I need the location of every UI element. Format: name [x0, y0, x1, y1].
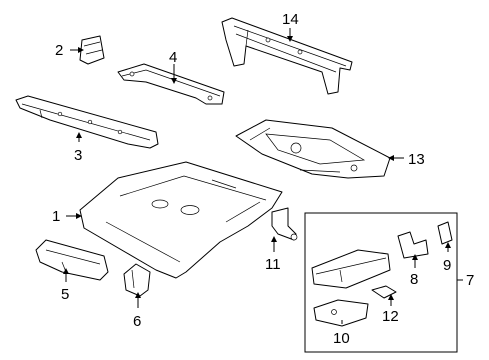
part-11-clip[interactable] [271, 207, 298, 241]
callout-7: 7 [466, 272, 474, 289]
callout-1: 1 [52, 208, 60, 225]
part-7-inset-box [304, 212, 458, 353]
part-9-clip[interactable] [437, 221, 453, 245]
part-3-rail[interactable] [15, 95, 159, 149]
leader-lines [63, 28, 463, 324]
callout-9: 9 [443, 257, 451, 274]
callout-14: 14 [282, 11, 299, 28]
part-14-rear-crossmember[interactable] [221, 17, 353, 95]
callout-8: 8 [410, 271, 418, 288]
callout-10: 10 [333, 330, 350, 347]
callout-13: 13 [408, 151, 425, 168]
callout-12: 12 [382, 308, 399, 325]
part-1-floor-pan[interactable] [79, 161, 283, 279]
part-13-floor-pan-rear[interactable] [235, 119, 391, 179]
part-10-bracket[interactable] [313, 299, 369, 327]
callout-11: 11 [265, 256, 281, 273]
callout-3: 3 [74, 147, 82, 164]
part-7-rail-assembly[interactable] [311, 249, 391, 289]
part-8-bracket[interactable] [397, 231, 429, 259]
part-5-reinforcement[interactable] [35, 239, 109, 281]
part-4-crossmember[interactable] [117, 63, 225, 105]
callout-2: 2 [55, 42, 63, 59]
callout-4: 4 [169, 49, 177, 66]
part-2-bracket[interactable] [79, 35, 105, 65]
callout-5: 5 [61, 286, 69, 303]
part-12-clip[interactable] [371, 285, 397, 299]
callout-6: 6 [133, 313, 141, 330]
part-6-bracket[interactable] [123, 263, 151, 297]
